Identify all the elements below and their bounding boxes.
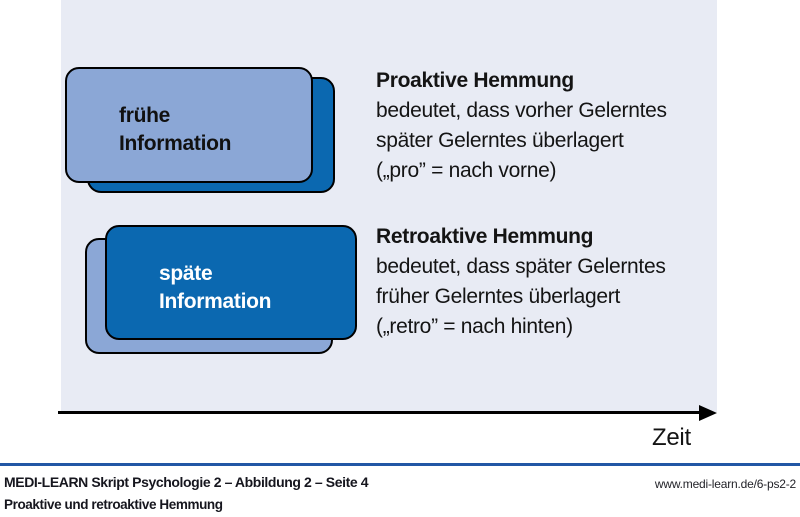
proactive-heading: Proaktive Hemmung: [376, 69, 574, 92]
retroactive-heading: Retroaktive Hemmung: [376, 225, 594, 248]
figure-caption: Proaktive und retroaktive Hemmung: [4, 497, 223, 512]
time-axis-arrowhead-icon: [699, 404, 717, 421]
proactive-body-line: („pro” = nach vorne): [376, 159, 557, 182]
footer-divider: [0, 463, 800, 466]
early-info-card: frühe Information: [65, 67, 313, 183]
proactive-body-line: bedeutet, dass vorher Gelerntes: [376, 99, 667, 122]
retroactive-body-line: früher Gelerntes überlagert: [376, 285, 621, 308]
proactive-body-line: später Gelerntes überlagert: [376, 129, 624, 152]
late-info-label-line2: Information: [159, 289, 272, 313]
proactive-text-block: Proaktive Hemmung bedeutet, dass vorher …: [376, 66, 726, 186]
footer-source: MEDI-LEARN Skript Psychologie 2 – Abbild…: [4, 474, 369, 490]
retroactive-body-line: („retro” = nach hinten): [376, 315, 573, 338]
time-axis-line: [58, 411, 700, 414]
footer-url: www.medi-learn.de/6-ps2-2: [654, 477, 796, 491]
time-axis-label: Zeit: [652, 424, 691, 451]
retroactive-text-block: Retroaktive Hemmung bedeutet, dass späte…: [376, 222, 726, 342]
late-info-label-line1: späte: [159, 261, 213, 285]
early-info-label-line2: Information: [119, 132, 232, 155]
late-info-card: späte Information: [105, 225, 357, 340]
early-info-label-line1: frühe: [119, 104, 171, 127]
retroactive-body-line: bedeutet, dass später Gelerntes: [376, 255, 666, 278]
